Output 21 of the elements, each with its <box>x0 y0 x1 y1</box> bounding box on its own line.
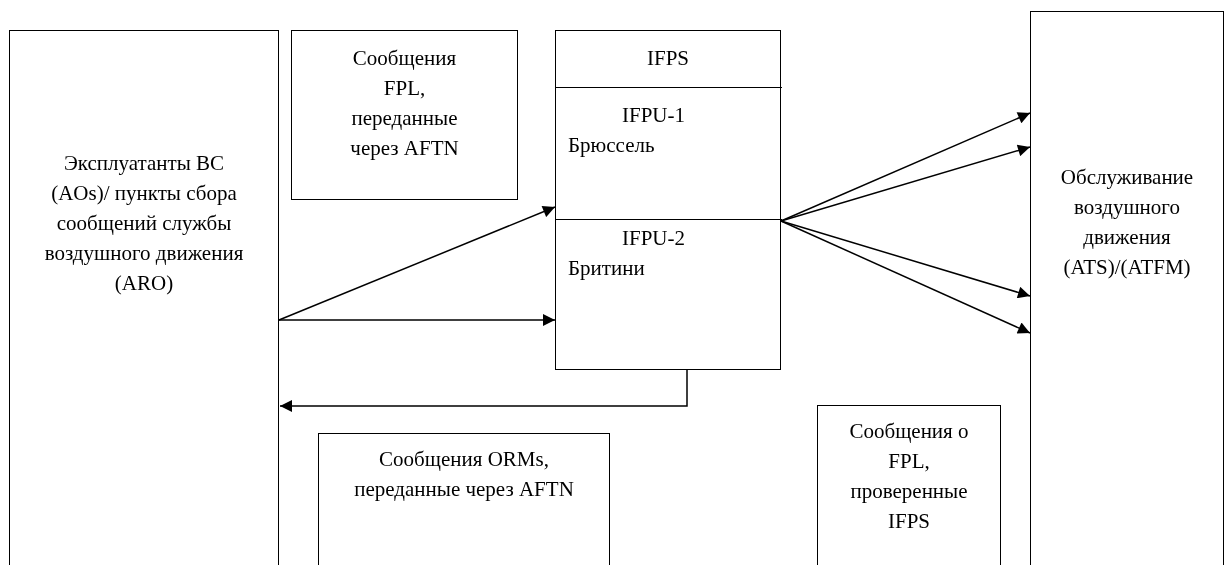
arrow <box>278 206 556 321</box>
unit-name: IFPU-2 <box>621 225 685 252</box>
box-text: Сообщения о FPL, проверенные IFPS <box>848 418 970 535</box>
message-box <box>318 433 610 565</box>
city-name: Бритини <box>567 255 645 282</box>
message-box <box>817 405 1001 565</box>
unit-name: IFPU-1 <box>621 102 685 129</box>
arrow <box>780 144 1031 222</box>
city-name: Брюссель <box>567 132 655 159</box>
arrow <box>279 369 688 412</box>
arrow <box>780 220 1031 334</box>
box-text: Обслуживание воздушного движения (ATS)/(ATFM) <box>1059 164 1195 281</box>
box-text: Сообщения FPL, переданные через AFTN <box>349 45 460 162</box>
box-text: Эксплуатанты ВС (AOs)/ пункты сбора сообщений службы воздушного движения (ARO) <box>43 150 245 297</box>
system-box <box>555 30 781 370</box>
process-box <box>1030 11 1224 565</box>
box-text: Сообщения ORMs, переданные через AFTN <box>353 446 575 503</box>
message-box <box>291 30 518 200</box>
box-title: IFPS <box>646 45 690 72</box>
process-box <box>9 30 279 565</box>
arrow <box>278 314 556 326</box>
